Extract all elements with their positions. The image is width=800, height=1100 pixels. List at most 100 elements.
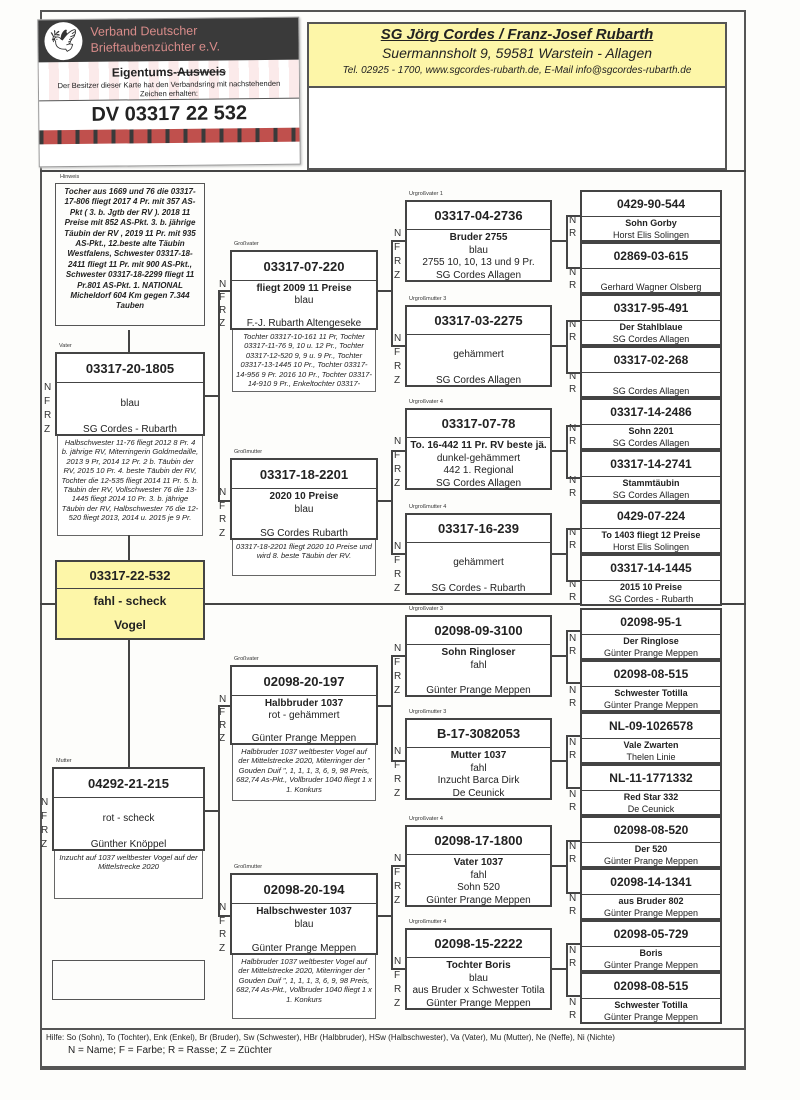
connector-line <box>552 760 566 762</box>
field-letter: F <box>219 292 226 303</box>
field-letter: Z <box>394 269 401 281</box>
card-pattern <box>39 127 300 145</box>
connector-line <box>566 320 568 372</box>
field-letter: F <box>394 970 401 982</box>
breeder-value: SG Cordes Rubarth <box>260 528 348 540</box>
field-letter: F <box>44 395 51 407</box>
name-value: Halbbruder 1037 <box>264 697 344 709</box>
breeder-address: Suermannsholt 9, 59581 Warstein - Allage… <box>381 45 653 61</box>
field-letter: R <box>41 824 49 836</box>
card-org-line2: Brieftaubenzüchter e.V. <box>90 39 221 55</box>
grandparent-note: Tochter 03317-10-161 11 Pr, Tochter 0331… <box>232 330 376 392</box>
field-letter: Z <box>219 942 226 954</box>
mother-label: Mutter <box>56 758 72 764</box>
connector-line <box>391 655 393 760</box>
field-letter: R <box>569 1010 577 1021</box>
field-letter: R <box>394 463 402 475</box>
breeder-value: Günter Prange Meppen <box>426 895 531 907</box>
great-grandparent-label: Urgroßvater 3 <box>409 606 443 612</box>
connector-line <box>391 240 393 345</box>
color-value: dunkel-gehämmert <box>436 452 521 464</box>
connector-line <box>391 865 393 968</box>
great-grandparent-ring: 02098-09-3100 <box>407 617 550 645</box>
field-letter: N <box>569 319 577 330</box>
breeder-value: De Ceunick <box>627 804 675 814</box>
name-value: Bruder 2755 <box>449 231 508 243</box>
breeder-value: F.-J. Rubarth Altengeseke <box>246 318 362 330</box>
great-grandparent-ring: 03317-03-2275 <box>407 307 550 335</box>
field-letter: R <box>569 958 577 969</box>
connector-line <box>218 915 230 917</box>
great-grandparent-details: To. 16-442 11 Pr. RV beste jä.dunkel-geh… <box>407 438 550 491</box>
field-letter: N <box>394 541 402 553</box>
grandparent-label: Großmutter <box>234 449 263 455</box>
field-letter: R <box>569 436 577 447</box>
legend-abbreviations: Hilfe: So (Sohn), To (Tochter), Enk (Enk… <box>46 1033 615 1042</box>
great-grandparent-ring: 03317-04-2736 <box>407 202 550 230</box>
breed-value: aus Bruder x Schwester Totila <box>412 985 545 997</box>
name-value: Mutter 1037 <box>450 749 507 761</box>
connector-line <box>566 943 568 995</box>
connector-line <box>566 267 580 269</box>
breed-value: 2755 10, 10, 13 und 9 Pr. <box>422 257 535 269</box>
connector-line <box>391 865 405 867</box>
field-letter: F <box>219 707 226 718</box>
field-letter: R <box>569 854 577 865</box>
color-value: blau <box>294 503 314 515</box>
connector-line <box>552 655 566 657</box>
subject-ring: 03317-22-532 <box>57 562 203 589</box>
connector-line <box>391 345 405 347</box>
color-value: blau <box>294 294 314 306</box>
breeder-value: Günther Knöppel <box>90 838 167 850</box>
card-text: Der Besitzer dieser Karte hat den Verban… <box>57 78 281 99</box>
ancestor-ring: NL-09-1026578 <box>582 714 720 739</box>
name-value: Der 520 <box>634 844 668 854</box>
field-letter: Z <box>394 787 401 799</box>
name-value: Schwester Totilla <box>614 688 688 698</box>
father-ring: 03317-20-1805 <box>57 354 203 383</box>
card-ring: DV 03317 22 532 <box>39 97 300 131</box>
field-letter: N <box>41 796 49 808</box>
grandparent-label: Großmutter <box>234 864 263 870</box>
field-letter: R <box>219 305 227 316</box>
name-value: Schwester Totilla <box>614 1000 688 1010</box>
ancestor-ring: 03317-14-2486 <box>582 400 720 425</box>
connector-line <box>378 705 391 707</box>
divider <box>40 170 746 172</box>
connector-line <box>391 760 405 762</box>
connector-line <box>552 345 566 347</box>
field-letter: R <box>394 670 402 682</box>
card-org: Verband Deutscher Brieftaubenzüchter e.V… <box>90 22 220 55</box>
color-value: gehämmert <box>453 557 504 569</box>
father-label: Vater <box>59 343 72 349</box>
connector-line <box>566 477 580 479</box>
ancestor-ring: 02098-08-515 <box>582 662 720 687</box>
field-letter: R <box>569 906 577 917</box>
color-value: fahl <box>470 869 487 881</box>
connector-line <box>128 640 130 767</box>
field-letter: N <box>219 902 227 914</box>
field-letter: N <box>569 475 577 486</box>
connector-line <box>566 840 580 842</box>
great-grandparent-label: Urgroßmutter 3 <box>409 709 447 715</box>
breeder-name: SG Jörg Cordes / Franz-Josef Rubarth <box>380 26 654 43</box>
grandparent-note: Halbbruder 1037 weltbester Vogel auf der… <box>232 745 376 801</box>
field-letter: Z <box>394 684 401 696</box>
connector-line <box>391 655 405 657</box>
ancestor-ring: 02869-03-615 <box>582 244 720 269</box>
